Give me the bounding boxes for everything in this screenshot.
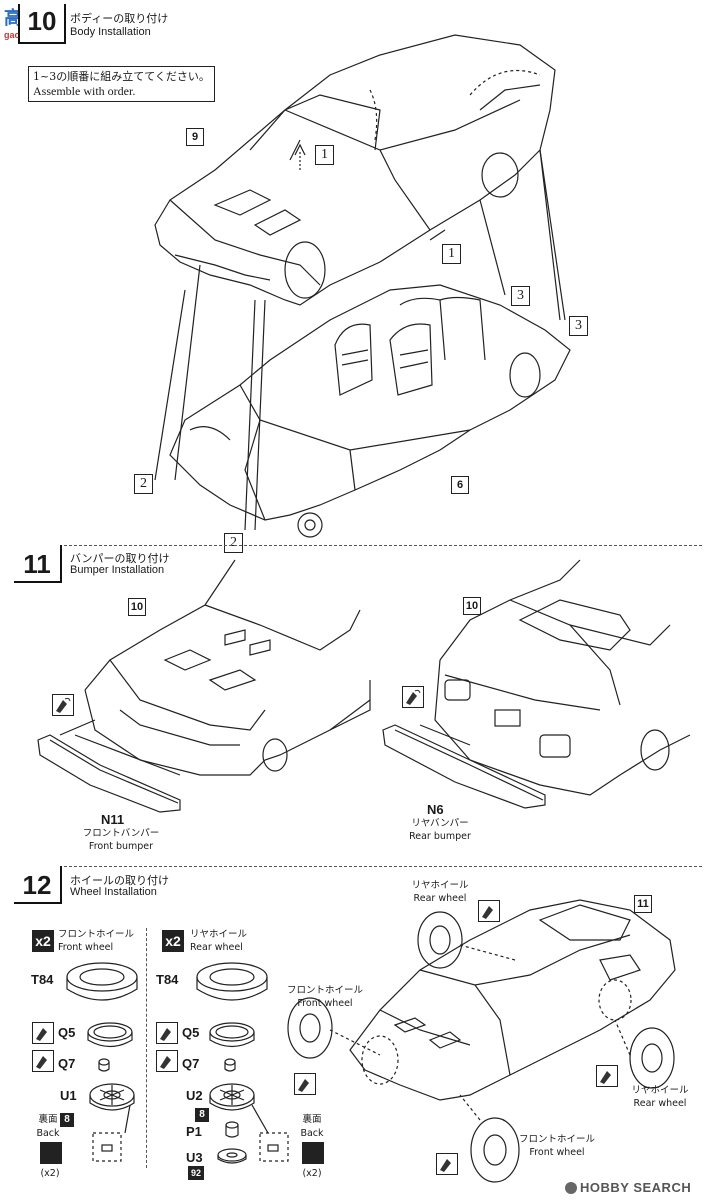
rear-part-t84: T84	[156, 972, 179, 987]
order-label-1a: 1	[315, 145, 334, 165]
front-part-q7: Q7	[58, 1056, 76, 1071]
front-back-jp: 裏面	[38, 1114, 58, 1125]
front-wheel-header-en: Front wheel	[58, 942, 114, 953]
rear-part-u3: U3	[186, 1150, 203, 1165]
glue-icon-front-back	[40, 1142, 62, 1164]
rear-twice: (x2)	[302, 1168, 322, 1179]
cement-icon-front-left	[294, 1073, 316, 1095]
rear-wheel-top-en: Rear wheel	[413, 893, 467, 904]
rear-bumper-code: N6	[427, 802, 444, 817]
divider-11-12	[14, 866, 702, 867]
cement-icon-front-bottom	[436, 1153, 458, 1175]
cement-icon-q7-rear	[156, 1050, 178, 1072]
front-part-t84: T84	[31, 972, 54, 987]
front-part-q5: Q5	[58, 1025, 76, 1040]
cement-icon-rear-top	[478, 900, 500, 922]
order-label-3a: 3	[511, 286, 530, 306]
step-11-title-en: Bumper Installation	[70, 564, 165, 576]
part-9-label: 9	[186, 128, 204, 146]
rear-bumper-jp: リヤバンパー	[411, 818, 469, 829]
bumper-installation-diagram	[37, 559, 691, 813]
hobby-search-text: HOBBY SEARCH	[580, 1180, 692, 1195]
step-12-title-jp: ホイールの取り付け	[70, 874, 169, 887]
rear-wheel-header-en: Rear wheel	[190, 942, 243, 953]
order-label-1b: 1	[442, 244, 461, 264]
order-note-jp: 1~3の順番に組み立ててください。	[33, 70, 210, 83]
order-label-2a: 2	[134, 474, 153, 494]
part-6-label: 6	[451, 476, 469, 494]
cement-icon-q5-rear	[156, 1022, 178, 1044]
step-11-right-part-10: 10	[463, 597, 481, 615]
rear-back-jp: 裏面	[302, 1114, 322, 1125]
step-11-number: 11	[14, 545, 62, 583]
rear-part-8: 8	[195, 1108, 209, 1122]
rear-part-u2: U2	[186, 1088, 203, 1103]
hobby-search-watermark: HOBBY SEARCH	[565, 1180, 691, 1195]
step-10-title-jp: ボディーの取り付け	[70, 12, 169, 25]
step-12-number: 12	[14, 866, 62, 904]
rear-wheel-right-en: Rear wheel	[633, 1098, 687, 1109]
front-back-part-8: 8	[60, 1113, 74, 1127]
front-bumper-jp: フロントバンパー	[82, 828, 160, 839]
front-wheel-bottom-jp: フロントホイール	[518, 1134, 595, 1145]
order-label-2b: 2	[224, 533, 243, 553]
front-back-en: Back	[36, 1128, 60, 1139]
rear-part-q7: Q7	[182, 1056, 200, 1071]
car-wheel-assembly-diagram	[287, 899, 676, 1183]
step-12-title-en: Wheel Installation	[70, 886, 157, 898]
rear-wheel-right-jp: リヤホイール	[631, 1085, 689, 1096]
front-wheel-bottom-en: Front wheel	[529, 1147, 585, 1158]
step-12-car-part-11: 11	[634, 895, 652, 913]
hobby-search-logo-icon	[565, 1181, 577, 1194]
column-divider	[146, 928, 147, 1168]
rear-wheel-top-jp: リヤホイール	[411, 880, 469, 891]
order-label-3b: 3	[569, 316, 588, 336]
front-multiplier-badge: x2	[32, 930, 54, 952]
step-10-title-en: Body Installation	[70, 26, 151, 38]
cement-icon-rear-right	[596, 1065, 618, 1087]
front-bumper-en: Front bumper	[88, 841, 154, 852]
cement-icon-q7-front	[32, 1050, 54, 1072]
glue-icon-rear-back	[302, 1142, 324, 1164]
cement-icon-rear	[402, 686, 424, 708]
order-note-en: Assemble with order.	[33, 84, 136, 98]
wheel-exploded-diagram	[66, 962, 289, 1164]
front-wheel-left-jp: フロントホイール	[286, 985, 363, 996]
rear-bumper-en: Rear bumper	[409, 831, 471, 842]
step-10-number: 10	[18, 4, 66, 44]
front-bumper-code: N11	[101, 812, 125, 827]
cement-icon-front	[52, 694, 74, 716]
front-part-u1: U1	[60, 1088, 77, 1103]
rear-multiplier-badge: x2	[162, 930, 184, 952]
rear-wheel-header-jp: リヤホイール	[190, 929, 248, 940]
step-11-left-part-10: 10	[128, 598, 146, 616]
cement-icon-q5-front	[32, 1022, 54, 1044]
order-note: 1~3の順番に組み立ててください。 Assemble with order.	[28, 66, 215, 102]
front-wheel-left-en: Front wheel	[297, 998, 353, 1009]
front-twice: (x2)	[40, 1168, 60, 1179]
rear-u3-part-92: 92	[188, 1166, 204, 1180]
rear-part-p1: P1	[186, 1124, 202, 1139]
rear-part-q5: Q5	[182, 1025, 200, 1040]
rear-back-en: Back	[300, 1128, 324, 1139]
front-wheel-header-jp: フロントホイール	[58, 929, 135, 940]
divider-10-11	[14, 545, 702, 546]
body-installation-diagram	[154, 34, 571, 538]
step-11-title-jp: バンパーの取り付け	[70, 552, 170, 565]
